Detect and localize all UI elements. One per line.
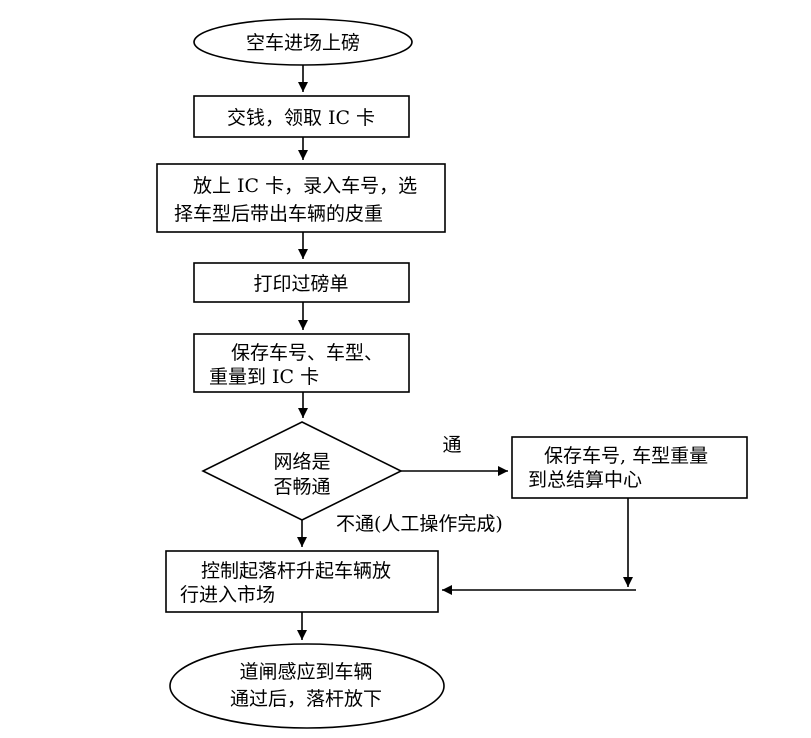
step-save-to-card-box bbox=[193, 333, 410, 393]
step-raise-barrier-line1: 控制起落杆升起车辆放 bbox=[201, 560, 391, 582]
step-enter-plate-box bbox=[156, 163, 446, 233]
step-print-ticket-box bbox=[193, 262, 410, 303]
start-label: 空车进场上磅 bbox=[246, 32, 360, 54]
side-save-to-center-line1: 保存车号, 车型重量 bbox=[544, 445, 708, 467]
end-line1: 道闸感应到车辆 bbox=[239, 661, 372, 683]
step-raise-barrier-line2: 行进入市场 bbox=[180, 584, 275, 606]
step-pay-get-card-label: 交钱，领取 IC 卡 bbox=[227, 107, 375, 129]
step-enter-plate-line2: 择车型后带出车辆的皮重 bbox=[174, 203, 383, 225]
step-save-to-card-line1: 保存车号、车型、 bbox=[231, 342, 383, 364]
step-raise-barrier-box bbox=[165, 550, 439, 613]
branch-yes-label: 通 bbox=[442, 434, 461, 456]
side-save-to-center-box bbox=[511, 436, 748, 499]
decision-network-line2: 否畅通 bbox=[273, 476, 330, 498]
decision-network-line1: 网络是 bbox=[273, 451, 330, 473]
end-line2: 通过后，落杆放下 bbox=[230, 688, 382, 710]
end-node bbox=[169, 643, 445, 729]
branch-no-label: 不通(人工操作完成) bbox=[336, 513, 503, 535]
step-print-ticket-label: 打印过磅单 bbox=[253, 273, 348, 295]
step-pay-get-card-box bbox=[193, 95, 410, 138]
step-enter-plate-line1: 放上 IC 卡，录入车号，选 bbox=[193, 175, 417, 197]
step-save-to-card-line2: 重量到 IC 卡 bbox=[209, 366, 319, 388]
side-save-to-center-line2: 到总结算中心 bbox=[528, 469, 642, 491]
